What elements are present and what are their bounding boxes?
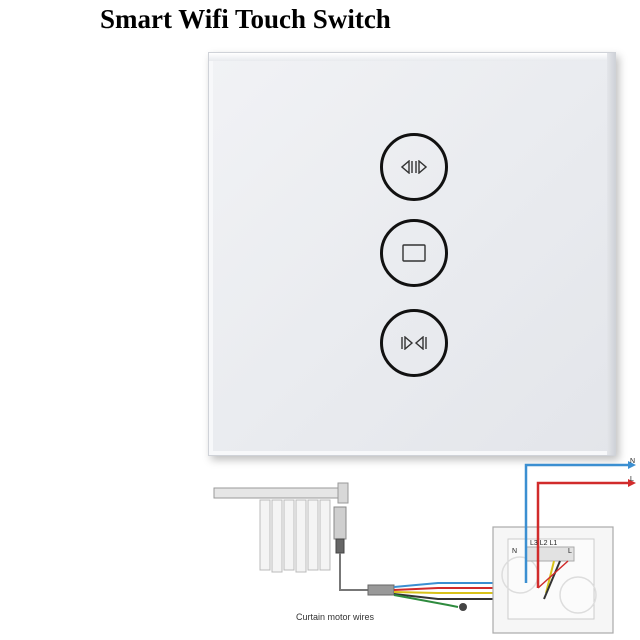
open-curtain-button[interactable] (380, 133, 448, 201)
wiring-diagram (213, 461, 636, 634)
curtain-motor-wires-caption: Curtain motor wires (296, 612, 375, 622)
page-title: Smart Wifi Touch Switch (100, 4, 391, 34)
mains-neutral-label: N (630, 458, 636, 465)
open-curtain-icon (401, 160, 427, 174)
mains-live-label: L (630, 476, 634, 483)
panel-right-edge (607, 53, 615, 455)
pause-button[interactable] (380, 219, 448, 287)
close-curtain-icon (401, 336, 427, 350)
terminal-l-label: L (568, 548, 572, 555)
panel-top-edge (209, 53, 615, 61)
pause-square-icon (402, 244, 426, 262)
terminal-n-label: N (512, 548, 518, 555)
switch-panel (208, 52, 616, 456)
close-curtain-button[interactable] (380, 309, 448, 377)
terminal-labels: L3 L2 L1 (530, 540, 558, 547)
curtain-motor-illustration (213, 482, 349, 573)
